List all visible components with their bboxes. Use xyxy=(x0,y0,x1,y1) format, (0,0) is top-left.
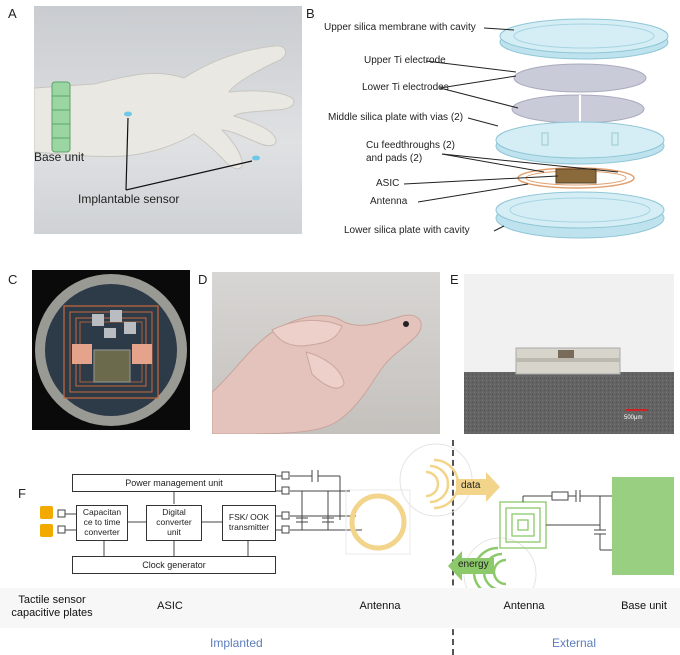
internal-antenna-ring xyxy=(349,493,407,551)
power-management-block: Power management unit xyxy=(72,474,276,492)
panel-label-e: E xyxy=(450,272,459,287)
fsk-ook-block: FSK/ OOK transmitter xyxy=(222,505,276,541)
cap-to-time-block: Capacitan ce to time converter xyxy=(76,505,128,541)
layer-label-lower-electrodes: Lower Ti electrodes xyxy=(362,82,449,93)
asic-label: ASIC xyxy=(157,600,183,612)
gloved-finger xyxy=(211,314,422,435)
side-view-photo: 500μm xyxy=(464,274,674,434)
layer-label-middle-plate: Middle silica plate with vias (2) xyxy=(328,112,464,123)
base-unit-band xyxy=(51,81,71,153)
layer-label-upper-membrane: Upper silica membrane with cavity xyxy=(324,22,476,33)
layer-label-cu-feedthroughs: Cu feedthroughs (2) xyxy=(366,140,455,151)
sensor-plate-2 xyxy=(40,524,53,537)
layer-label-lower-plate: Lower silica plate with cavity xyxy=(344,225,470,236)
device-side-view xyxy=(464,347,674,434)
sensor-dot-finger xyxy=(252,155,260,161)
bottom-label-strip xyxy=(0,588,680,628)
layer-label-upper-electrode: Upper Ti electrode xyxy=(364,55,446,66)
energy-arrow xyxy=(448,551,494,581)
data-arrow-label: data xyxy=(461,480,481,491)
chip-micrograph xyxy=(35,274,187,426)
external-section-label: External xyxy=(552,636,597,650)
external-antenna-coil xyxy=(499,501,547,549)
hand-illustration xyxy=(33,45,295,191)
tactile-sensor-label: Tactile sensor capacitive plates xyxy=(11,594,93,620)
base-unit-block xyxy=(612,477,674,575)
external-antenna-label: Antenna xyxy=(503,600,545,612)
sensor-plate-1 xyxy=(40,506,53,519)
exploded-layers xyxy=(403,18,669,239)
scale-bar-label: 500μm xyxy=(624,415,643,421)
panel-label-d: D xyxy=(198,272,208,287)
digital-converter-block: Digital converter unit xyxy=(146,505,202,541)
implanted-external-divider xyxy=(452,440,454,655)
panel-label-c: C xyxy=(8,272,18,287)
data-waves xyxy=(425,458,460,510)
glove-photo xyxy=(211,272,440,435)
data-arrow xyxy=(456,472,500,502)
base-unit-label: Base unit xyxy=(34,150,85,164)
implanted-section-label: Implanted xyxy=(210,636,263,650)
chip-photo xyxy=(32,270,190,430)
hand-photo: Base unit Implantable sensor xyxy=(33,6,302,234)
energy-arrow-label: energy xyxy=(458,559,489,570)
layer-label-asic: ASIC xyxy=(376,178,400,189)
layer-label-antenna: Antenna xyxy=(370,196,408,207)
base-unit-bottom-label: Base unit xyxy=(621,600,667,612)
panel-label-b: B xyxy=(306,6,315,21)
exploded-view: Upper silica membrane with cavity Upper … xyxy=(318,6,678,254)
panel-label-a: A xyxy=(8,6,17,21)
internal-antenna-label: Antenna xyxy=(359,600,401,612)
layer-label-pads: and pads (2) xyxy=(366,153,423,164)
clock-generator-block: Clock generator xyxy=(72,556,276,574)
sensor-dot-palm xyxy=(124,111,132,117)
panel-label-f: F xyxy=(18,486,26,501)
implantable-sensor-label: Implantable sensor xyxy=(78,192,180,206)
